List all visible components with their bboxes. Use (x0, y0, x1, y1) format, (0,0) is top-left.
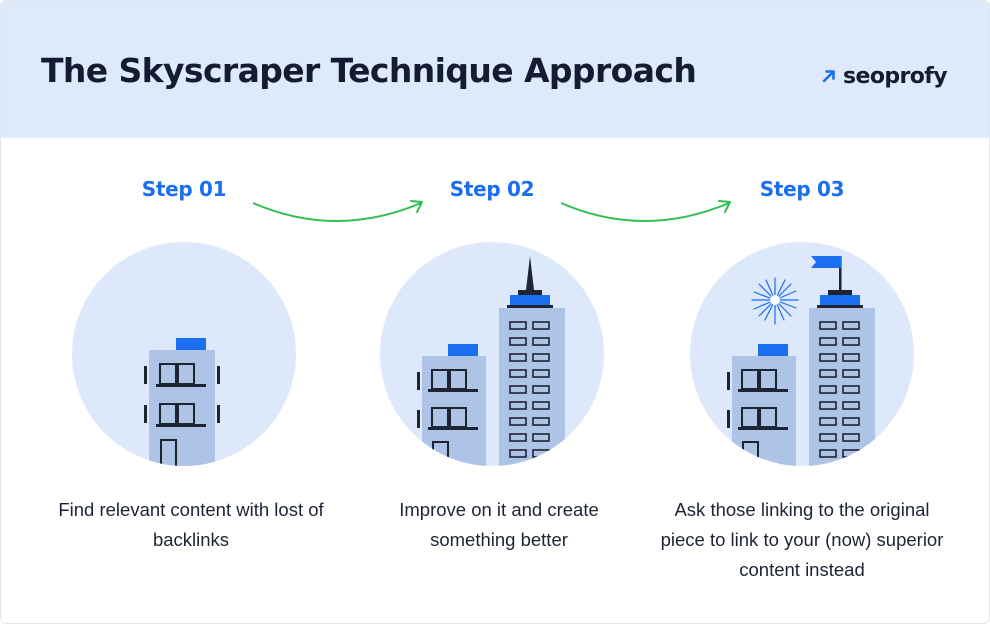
logo-text: seoprofy (843, 63, 948, 89)
seoprofy-logo: seoprofy (821, 61, 948, 91)
small-building-icon (417, 344, 486, 466)
page-title: The Skyscraper Technique Approach (41, 51, 697, 90)
step-1-description: Find relevant content with lost of backl… (58, 499, 324, 550)
step-2-description-text: Improve on it and create something bette… (399, 499, 599, 550)
small-building-icon (727, 344, 796, 466)
connector-arrow-1 (252, 200, 423, 222)
flag-icon (811, 256, 841, 268)
skyscraper-icon (499, 256, 565, 466)
step-1-illustration (72, 242, 296, 466)
skyscraper-icon (809, 256, 875, 466)
small-building-icon (144, 338, 220, 466)
step-2-description: Improve on it and create something bette… (349, 495, 649, 555)
header-banner: The Skyscraper Technique Approach seopro… (1, 1, 989, 138)
step-3-label: Step 03 (759, 177, 845, 201)
diagonal-arrow-icon (822, 70, 835, 83)
step-1-label: Step 01 (141, 177, 227, 201)
step-2-label: Step 02 (449, 177, 535, 201)
firework-icon (751, 277, 799, 325)
connector-arrow-2 (560, 200, 731, 222)
step-2-illustration (380, 242, 604, 466)
step-3-illustration (690, 242, 914, 466)
step-3-description: Ask those linking to the original piece … (660, 499, 944, 580)
